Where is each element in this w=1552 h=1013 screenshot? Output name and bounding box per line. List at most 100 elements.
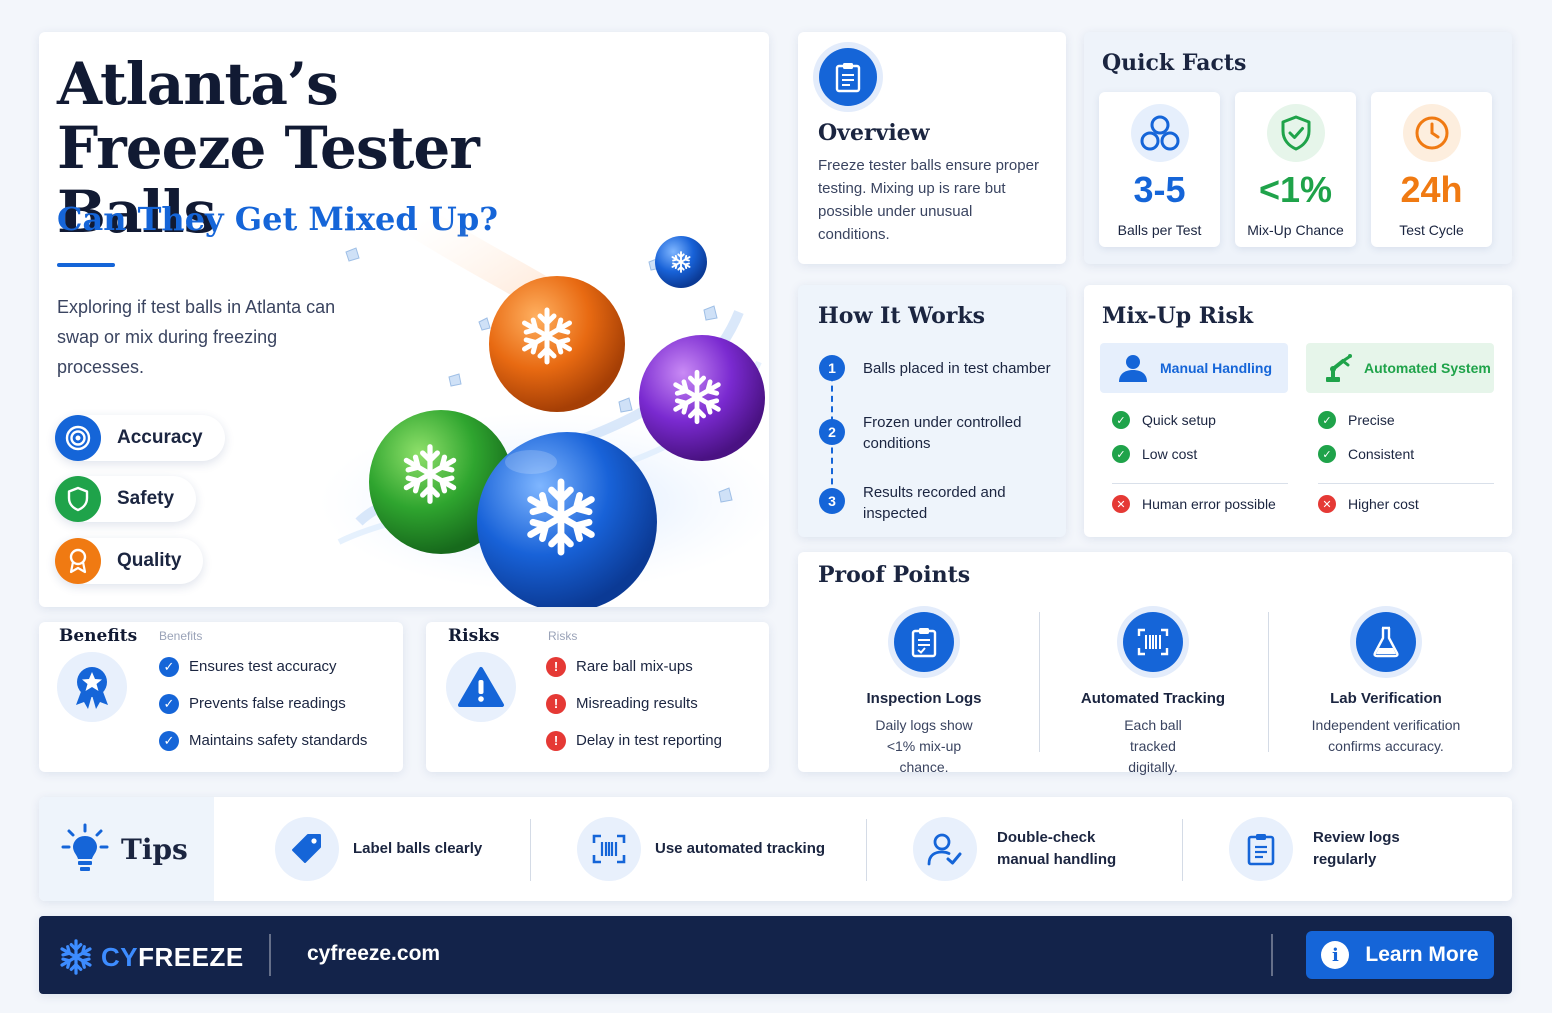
step-text: Balls placed in test chamber	[863, 360, 1051, 377]
check-icon: ✓	[1112, 411, 1130, 429]
list-item: !Delay in test reporting	[546, 722, 722, 759]
list-item: ✕Human error possible	[1112, 487, 1288, 521]
proof-desc: Each ball tracked digitally.	[1124, 717, 1182, 775]
tip-label: Use automated tracking	[655, 840, 826, 857]
divider	[866, 819, 867, 881]
divider	[269, 934, 271, 976]
mixup-risk-card: Mix-Up Risk Manual Handling ✓Quick setup…	[1084, 285, 1512, 537]
target-icon	[55, 415, 101, 461]
list-item: !Rare ball mix-ups	[546, 648, 722, 685]
website-link[interactable]: cyfreeze.com	[307, 942, 441, 965]
step-number: 1	[819, 355, 845, 381]
freeze-balls-illustration	[319, 205, 769, 607]
list-item: ✓Consistent	[1318, 437, 1494, 471]
list-item: ✓Ensures test accuracy	[159, 648, 367, 685]
divider	[1182, 819, 1183, 881]
step-number: 2	[819, 419, 845, 445]
proof-desc: Independent verification confirms accura…	[1311, 717, 1461, 754]
check-icon: ✓	[159, 656, 179, 677]
how-it-works-title: How It Works	[818, 303, 985, 329]
list-item: ✓Quick setup	[1112, 403, 1288, 437]
clock-icon	[1402, 104, 1461, 162]
proof-title: Lab Verification	[1330, 690, 1442, 707]
divider	[1268, 612, 1269, 752]
check-icon: ✓	[159, 730, 179, 751]
quick-facts-title: Quick Facts	[1102, 50, 1247, 76]
benefits-title: Benefits	[59, 626, 138, 646]
fact-mixup-chance: <1% Mix-Up Chance	[1235, 92, 1356, 247]
fact-test-cycle: 24h Test Cycle	[1371, 92, 1492, 247]
learn-more-button[interactable]: i Learn More	[1306, 931, 1494, 979]
tip-label-balls: Label balls clearly	[275, 817, 503, 881]
manual-handling-list: ✓Quick setup ✓Low cost ✕Human error poss…	[1100, 403, 1288, 521]
brand-freeze: FREEZE	[138, 941, 244, 972]
pill-label: Accuracy	[117, 427, 203, 448]
pill-quality: Quality	[55, 538, 204, 584]
proof-lab-verification: Lab Verification Independent verificatio…	[1276, 612, 1496, 757]
shield-icon	[55, 476, 101, 522]
proof-title: Automated Tracking	[1080, 690, 1226, 707]
robot-arm-icon	[1326, 354, 1352, 382]
warning-icon	[446, 652, 516, 722]
mixup-risk-title: Mix-Up Risk	[1102, 303, 1254, 329]
divider	[1271, 934, 1273, 976]
tip-label: Label balls clearly	[353, 840, 483, 857]
fact-balls-per-test: 3-5 Balls per Test	[1099, 92, 1220, 247]
risks-card: Risks Risks !Rare ball mix-ups !Misreadi…	[426, 622, 769, 772]
cross-icon: ✕	[1318, 495, 1336, 513]
benefits-list: ✓Ensures test accuracy ✓Prevents false r…	[159, 648, 367, 759]
proof-points-card: Proof Points Inspection Logs Daily logs …	[798, 552, 1512, 775]
title-line-1: Atlanta’s	[57, 50, 339, 118]
tips-bar: Tips Label balls clearly Use automated t…	[39, 797, 1512, 901]
automated-system-header: Automated System	[1306, 343, 1494, 393]
tip-automated-tracking: Use automated tracking	[577, 817, 835, 881]
list-item: ✓Low cost	[1112, 437, 1288, 471]
hero-description: Exploring if test balls in Atlanta can s…	[57, 297, 336, 377]
automated-system-list: ✓Precise ✓Consistent ✕Higher cost	[1306, 403, 1494, 521]
pill-label: Quality	[117, 550, 182, 571]
fact-value: 24h	[1400, 169, 1463, 210]
tips-lead: Tips	[39, 797, 214, 901]
ribbon-icon	[57, 652, 127, 722]
info-icon: i	[1321, 941, 1350, 969]
check-icon: ✓	[1112, 445, 1130, 463]
snowflake-icon	[60, 939, 92, 975]
list-item: ✓Maintains safety standards	[159, 722, 367, 759]
list-item: !Misreading results	[546, 685, 722, 722]
alert-icon: !	[546, 656, 566, 677]
page-title: Atlanta’s Freeze Tester Balls	[57, 52, 577, 244]
brand-cy: CY	[101, 941, 139, 972]
cross-icon: ✕	[1112, 495, 1130, 513]
divider	[1039, 612, 1040, 752]
benefits-card: Benefits Benefits ✓Ensures test accuracy…	[39, 622, 403, 772]
proof-title: Inspection Logs	[866, 690, 982, 707]
manual-handling-column: Manual Handling ✓Quick setup ✓Low cost ✕…	[1100, 343, 1288, 523]
user-check-icon	[913, 817, 977, 881]
proof-points-title: Proof Points	[818, 562, 971, 588]
list-item: ✓Precise	[1318, 403, 1494, 437]
tag-icon	[275, 817, 339, 881]
overview-card: Overview Freeze tester balls ensure prop…	[798, 32, 1066, 264]
proof-inspection-logs: Inspection Logs Daily logs show <1% mix-…	[814, 612, 1034, 778]
divider	[1318, 483, 1494, 484]
step-text: Results recorded and inspected	[863, 484, 1006, 522]
fact-label: Balls per Test	[1117, 222, 1202, 238]
fact-value: <1%	[1258, 169, 1333, 210]
title-underline	[57, 263, 115, 267]
check-icon: ✓	[1318, 445, 1336, 463]
quick-facts-card: Quick Facts 3-5 Balls per Test <1% Mix-U…	[1084, 32, 1512, 264]
check-icon: ✓	[1318, 411, 1336, 429]
log-icon	[894, 612, 954, 672]
learn-more-label: Learn More	[1365, 943, 1479, 966]
check-icon: ✓	[159, 693, 179, 714]
fact-label: Test Cycle	[1399, 222, 1464, 238]
pill-accuracy: Accuracy	[55, 415, 225, 461]
award-icon	[55, 538, 101, 584]
clipboard-icon	[819, 48, 877, 106]
step-text: Frozen under controlled conditions	[863, 414, 1022, 452]
automated-system-column: Automated System ✓Precise ✓Consistent ✕H…	[1306, 343, 1494, 523]
alert-icon: !	[546, 730, 566, 751]
tip-label: Review logs regularly	[1313, 829, 1400, 868]
